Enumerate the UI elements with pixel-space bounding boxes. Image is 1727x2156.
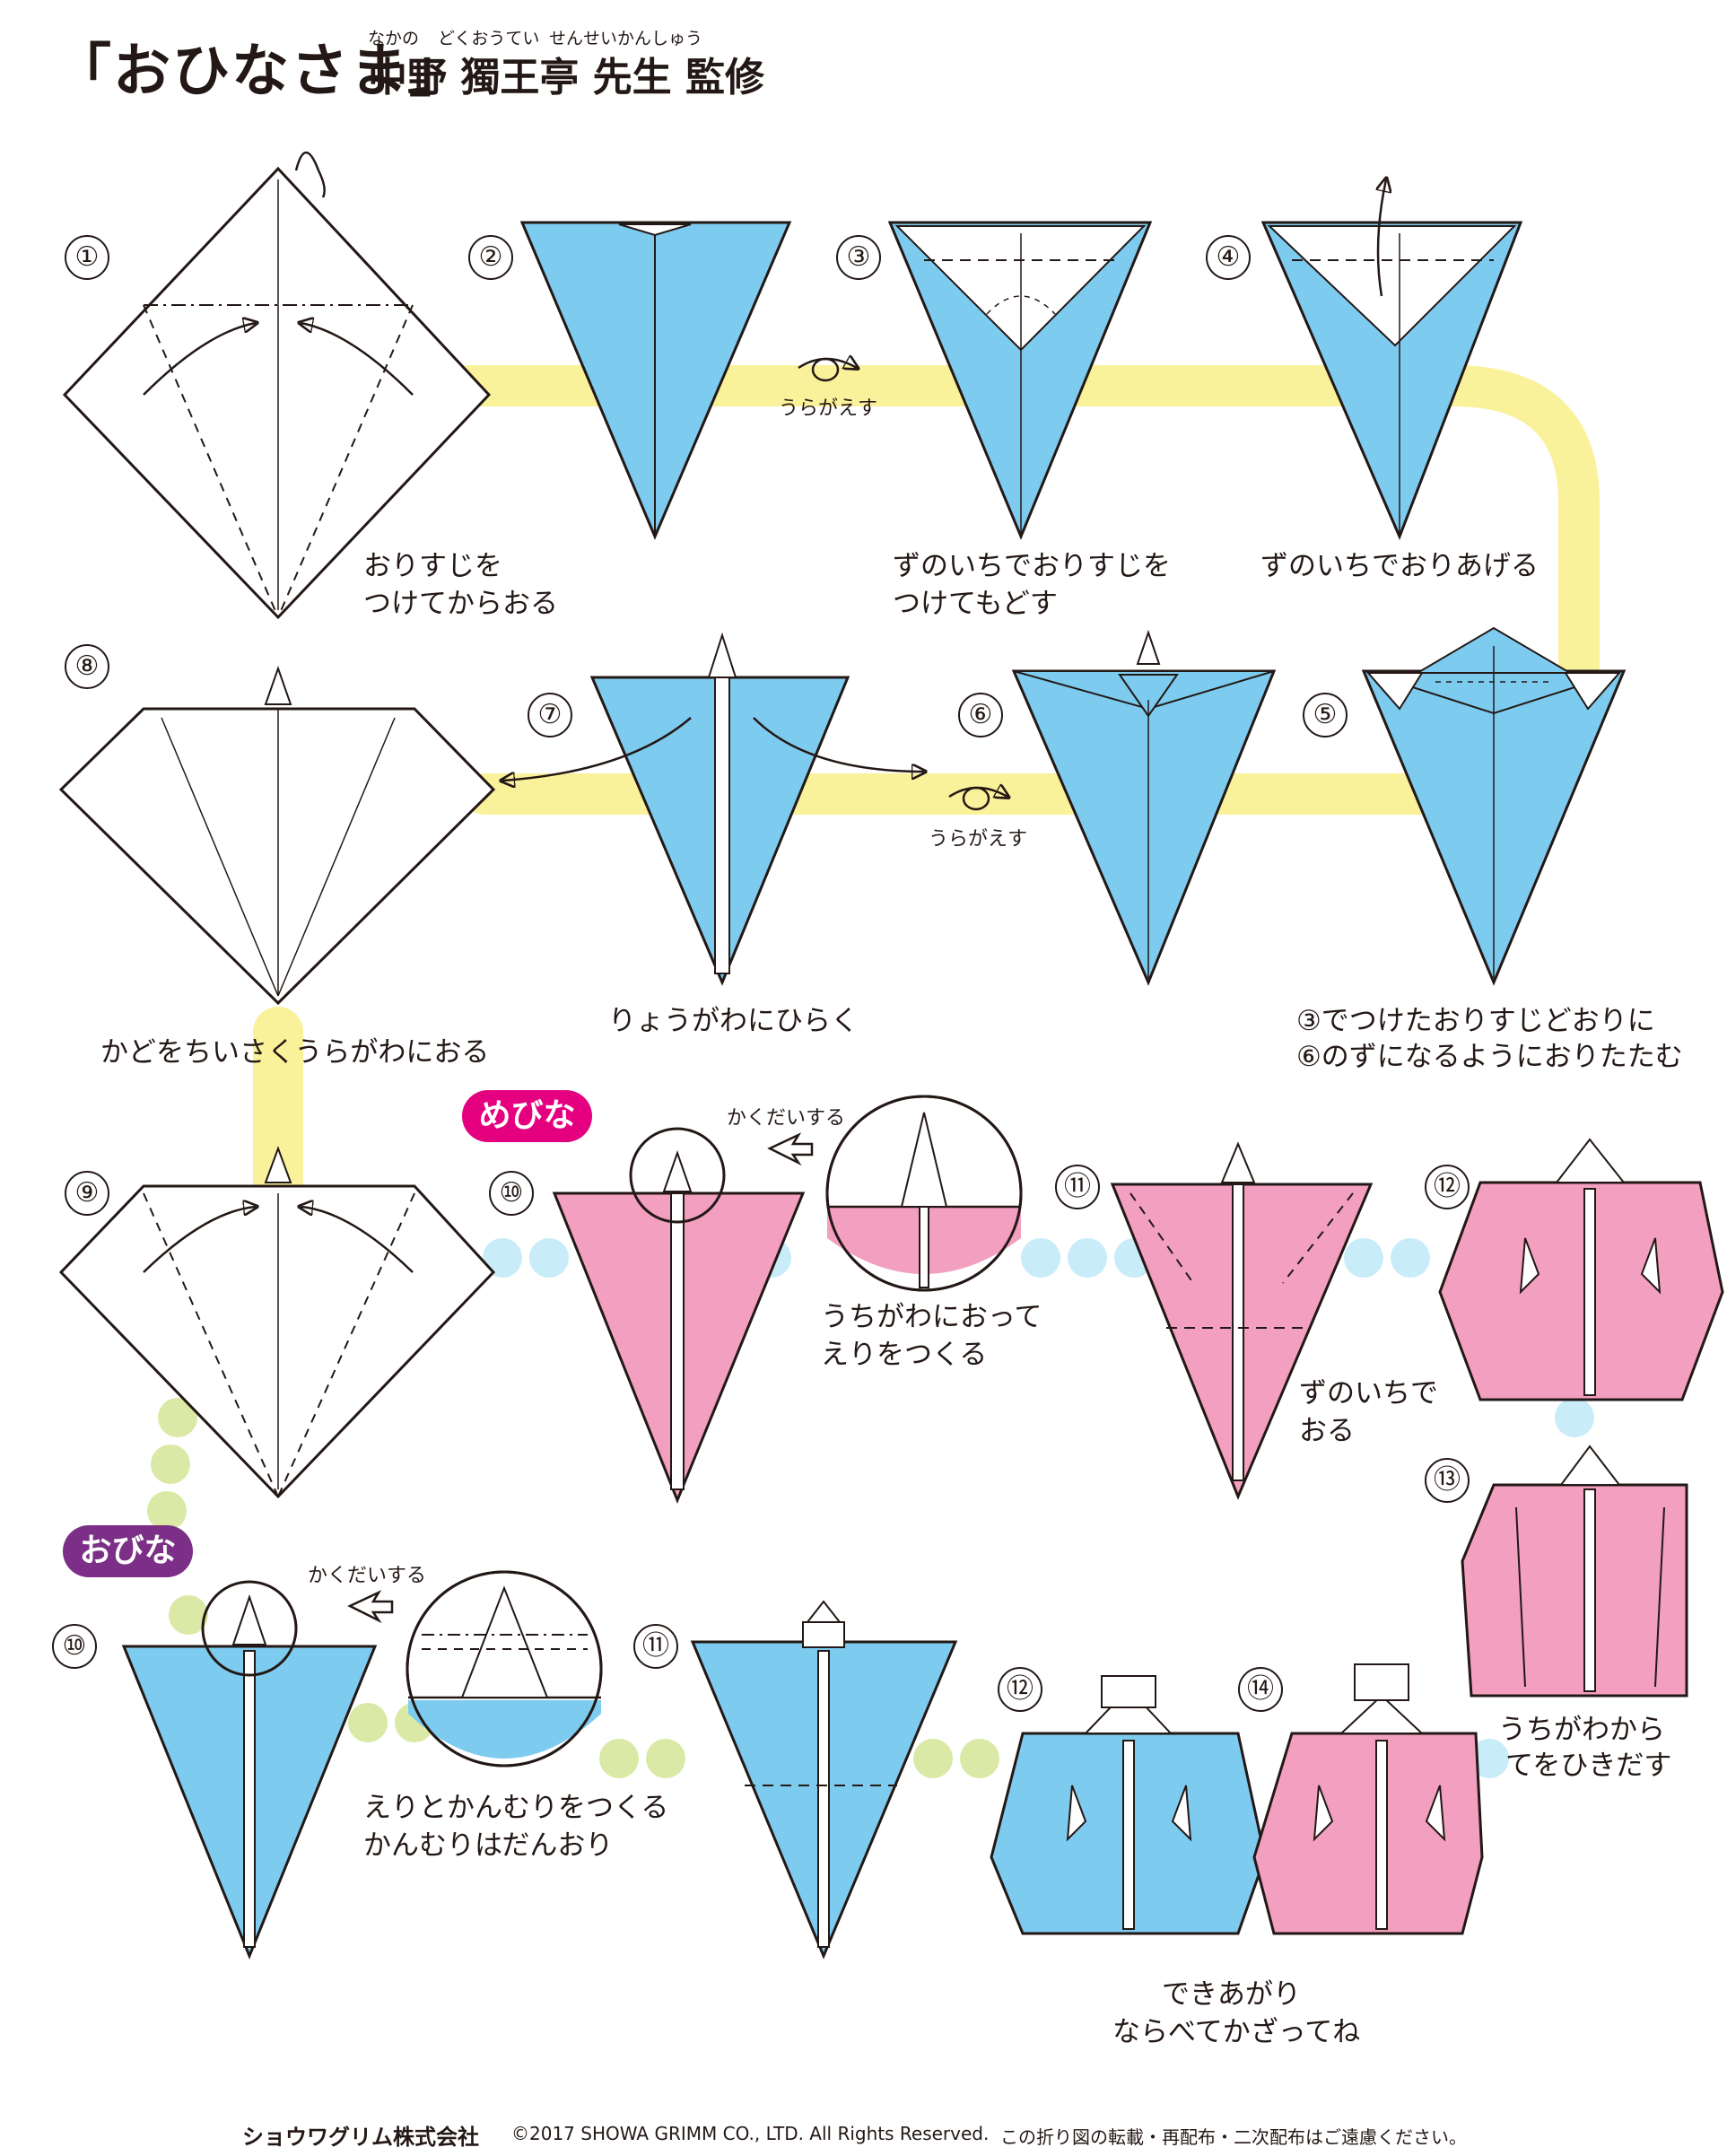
- enlarge-label-obina: かくだいする: [308, 1565, 427, 1587]
- mebina-step11-caption-line2: おる: [1299, 1415, 1355, 1447]
- mebina-step13-number: ⑬: [1425, 1458, 1470, 1503]
- ruby-dokuoutei: どくおうてい: [438, 29, 540, 48]
- obina-step11-number: ⑪: [633, 1624, 678, 1669]
- mebina-step11-figure: [1110, 1141, 1374, 1500]
- mebina-step10-caption-line2: えりをつくる: [821, 1339, 988, 1371]
- step1-figure: [62, 151, 492, 620]
- mebina-step12-number: ⑫: [1425, 1165, 1470, 1209]
- step6-figure: [1011, 629, 1277, 986]
- footer-copyright: ©2017 SHOWA GRIMM CO., LTD. All Rights R…: [511, 2123, 990, 2144]
- step7-number: ⑦: [528, 693, 572, 738]
- obina-step14-figure: [1252, 1663, 1484, 1935]
- step1-caption-line2: つけてからおる: [363, 588, 558, 620]
- obina-step11-figure: [690, 1600, 958, 1960]
- footer-logo: ショウワグリム株式会社: [242, 2125, 479, 2150]
- step7-caption: りょうがわにひらく: [608, 1005, 859, 1037]
- step9-figure: [58, 1146, 496, 1499]
- supervisor-credit: 中野 獨王亭 先生 監修: [368, 55, 764, 100]
- turn-over-label-1: うらがえす: [779, 397, 878, 420]
- obina-step10-figure: [121, 1570, 603, 1960]
- turn-over-icon: [798, 359, 1007, 811]
- mebina-step13-caption-line1: うちがわから: [1498, 1714, 1665, 1746]
- step3-figure: [887, 221, 1153, 540]
- step5-caption-line1: ③でつけたおりすじどおりに: [1296, 1005, 1655, 1037]
- step5-caption-line2: ⑥のずになるようにおりたたむ: [1296, 1041, 1683, 1073]
- mebina-step12-figure: [1438, 1138, 1724, 1401]
- step8-caption: かどをちいさくうらがわにおる: [100, 1036, 490, 1069]
- step8-figure: [58, 665, 496, 1006]
- step3-number: ③: [836, 235, 881, 280]
- obina-step10-number: ⑩: [52, 1624, 97, 1669]
- mebina-badge: めびな: [462, 1090, 592, 1142]
- step4-caption: ずのいちでおりあげる: [1260, 550, 1539, 582]
- ruby-nakano: なかの: [368, 29, 420, 48]
- enlarge-arrow-icon: [347, 1132, 814, 1624]
- mebina-step11-caption-line1: ずのいちで: [1299, 1377, 1438, 1410]
- step3-caption-line1: ずのいちでおりすじを: [893, 550, 1171, 582]
- finished-caption-line1: できあがり: [1162, 1978, 1301, 2011]
- step4-number: ④: [1206, 235, 1251, 280]
- mebina-step10-figure: [552, 1095, 1023, 1504]
- mebina-step13-figure: [1461, 1445, 1688, 1698]
- step1-caption-line1: おりすじを: [363, 550, 502, 582]
- footer-notice: この折り図の転載・再配布・二次配布はご遠慮ください。: [1000, 2126, 1467, 2148]
- step5-figure: [1361, 626, 1627, 986]
- mebina-step13-caption-line2: てをひきだす: [1505, 1750, 1672, 1782]
- mebina-step10-caption-line1: うちがわにおって: [821, 1301, 1042, 1333]
- obina-step10-caption-line2: かんむりはだんおり: [363, 1829, 614, 1862]
- page-title: 「おひなさま」: [54, 39, 468, 105]
- turn-over-label-2: うらがえす: [929, 828, 1028, 851]
- step3-caption-line2: つけてもどす: [893, 588, 1058, 620]
- step2-figure: [519, 221, 792, 540]
- finished-caption-line2: ならべてかざってね: [1112, 2016, 1361, 2048]
- ruby-sensei-kanshu: せんせいかんしゅう: [549, 29, 703, 48]
- step8-number: ⑧: [65, 644, 109, 689]
- step7-figure: [502, 632, 924, 986]
- step1-number: ①: [65, 235, 109, 280]
- obina-step10-caption-line1: えりとかんむりをつくる: [363, 1792, 669, 1824]
- obina-step14-number: ⑭: [1238, 1667, 1283, 1712]
- step6-number: ⑥: [958, 693, 1003, 738]
- step5-number: ⑤: [1303, 693, 1348, 738]
- obina-badge: おびな: [63, 1525, 193, 1577]
- step2-number: ②: [468, 235, 513, 280]
- obina-step12-number: ⑫: [998, 1667, 1042, 1712]
- obina-step12-figure: [990, 1675, 1267, 1935]
- step9-number: ⑨: [65, 1171, 109, 1216]
- mebina-step10-number: ⑩: [489, 1171, 534, 1216]
- enlarge-label-mebina: かくだいする: [727, 1107, 846, 1130]
- step4-figure: [1260, 179, 1523, 540]
- mebina-step11-number: ⑪: [1055, 1165, 1100, 1209]
